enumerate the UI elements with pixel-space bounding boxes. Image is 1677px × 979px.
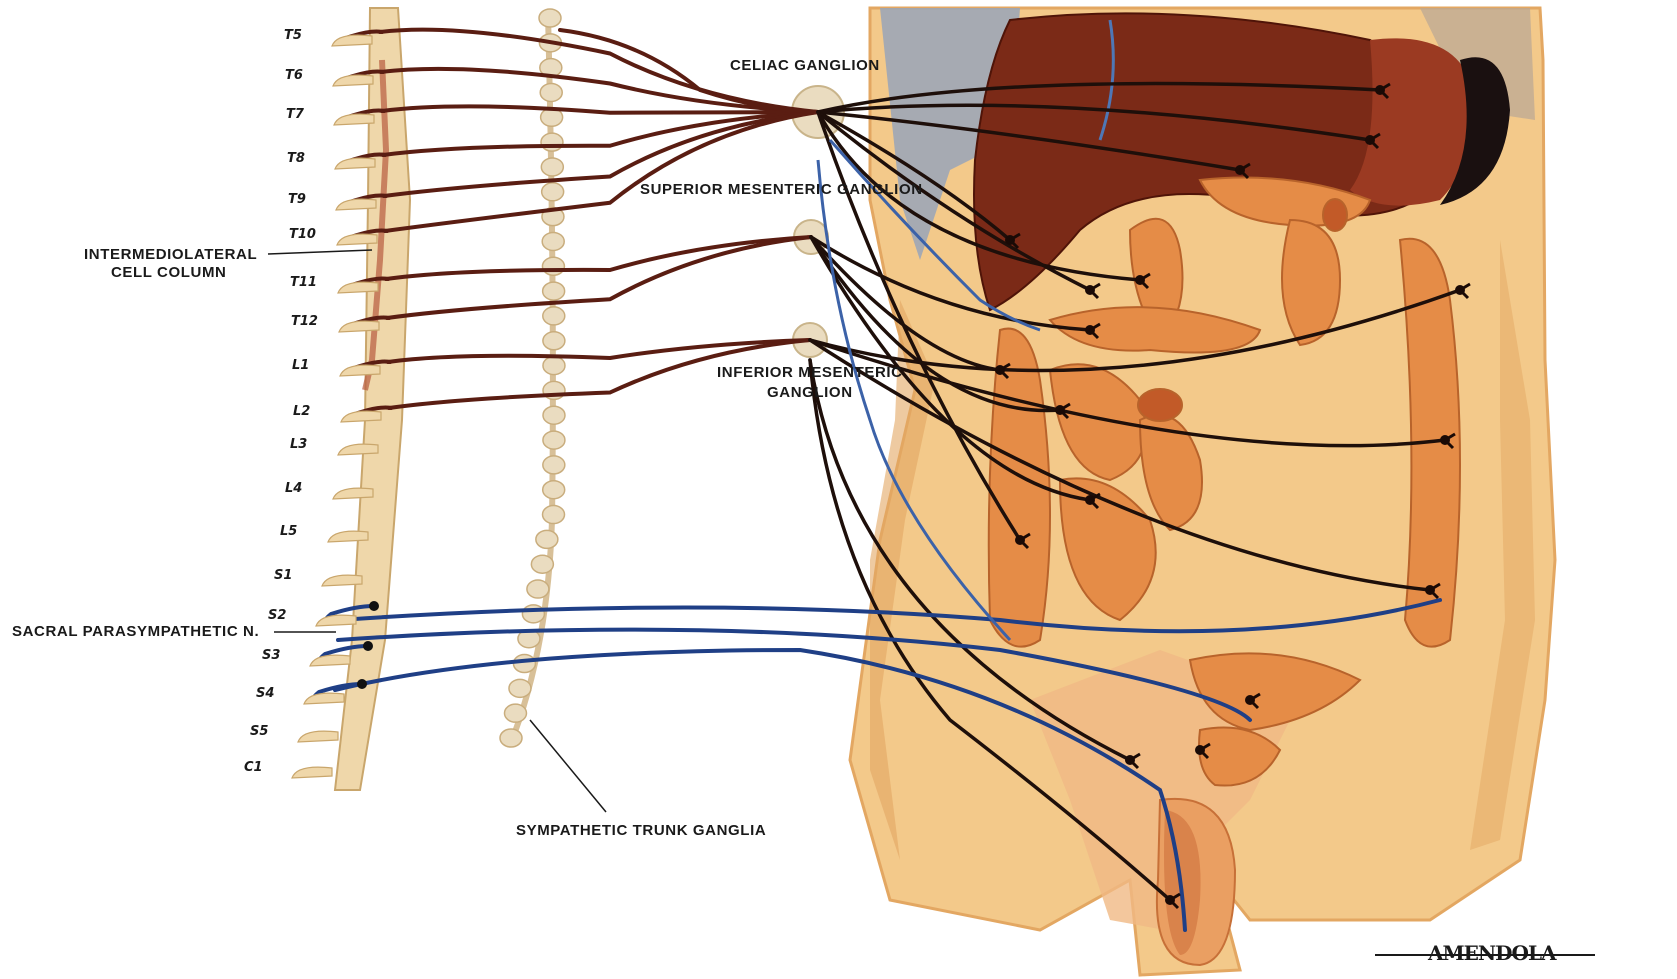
trunk-ganglion (543, 506, 565, 524)
nerve-root (332, 35, 372, 46)
spinal-cord (335, 8, 410, 790)
nerve-root (304, 693, 344, 704)
trunk-ganglion (541, 133, 563, 151)
nerve-root (340, 365, 380, 376)
preganglionic-fiber (387, 237, 811, 318)
celiac-ganglion-label: CELIAC GANGLION (730, 57, 880, 74)
intermediolateral-leader (268, 250, 372, 254)
segment-label: T9 (288, 192, 306, 207)
cut-bowel (1138, 389, 1182, 421)
nerve-root (335, 158, 375, 169)
segment-label: T8 (287, 151, 305, 166)
nerve-root (341, 411, 381, 422)
trunk-ganglion (509, 679, 531, 697)
trunk-ganglion (543, 456, 565, 474)
segment-label: T12 (291, 314, 318, 329)
sacral-nucleus (369, 601, 379, 611)
segment-label: C1 (244, 760, 263, 775)
trunk-ganglion (539, 9, 561, 27)
nerve-root (339, 321, 379, 332)
nerve-root (338, 444, 378, 455)
nerve-root (337, 234, 377, 245)
spinal-cord-body (335, 8, 410, 790)
segment-label: L2 (293, 404, 310, 419)
preganglionic-fiber (386, 237, 811, 279)
sympathetic-trunk-ganglia-label: SYMPATHETIC TRUNK GANGLIA (516, 822, 766, 839)
segment-label: L5 (280, 524, 297, 539)
segment-label: T5 (284, 28, 302, 43)
nerve-root (333, 488, 373, 499)
trunk-ganglion (541, 158, 563, 176)
trunk-ganglion (543, 282, 565, 300)
nerve-root (316, 615, 356, 626)
trunk-ganglion (540, 83, 562, 101)
inferior-mesenteric-ganglion-label-2: GANGLION (767, 384, 853, 401)
sympathetic-trunk-leader (530, 720, 606, 812)
segment-label: L1 (292, 358, 309, 373)
trunk-ganglion (543, 357, 565, 375)
trunk-ganglion (543, 406, 565, 424)
segment-label: L4 (285, 481, 302, 496)
cut-duodenum (1323, 199, 1347, 231)
inferior-mesenteric-ganglion-label-1: INFERIOR MESENTERIC (717, 364, 903, 381)
nerve-root (292, 767, 332, 778)
nerve-root (336, 199, 376, 210)
trunk-ganglion (542, 183, 564, 201)
segment-label: S4 (256, 686, 274, 701)
segment-label: S3 (262, 648, 280, 663)
nerve-root (322, 575, 362, 586)
nerve-root (298, 731, 338, 742)
preganglionic-fiber (385, 112, 818, 231)
sympathetic-trunk-chain (500, 9, 565, 747)
nerve-root (338, 282, 378, 293)
segment-label: S2 (268, 608, 286, 623)
preganglionic-fiber (388, 340, 810, 362)
trunk-ganglion (500, 729, 522, 747)
trunk-ganglion (531, 555, 553, 573)
sacral-nucleus (363, 641, 373, 651)
sacral-nucleus (357, 679, 367, 689)
segment-label: T10 (289, 227, 316, 242)
trunk-ganglion (543, 307, 565, 325)
trunk-ganglion (543, 481, 565, 499)
trunk-ganglion (522, 605, 544, 623)
segment-label: S1 (274, 568, 292, 583)
trunk-ganglion (543, 431, 565, 449)
preganglionic-fiber (383, 112, 818, 155)
trunk-ganglion (504, 704, 526, 722)
sacral-parasympathetic-label: SACRAL PARASYMPATHETIC N. (12, 623, 259, 640)
sympathetic-preganglionic-fibers (344, 30, 818, 416)
trunk-ganglion (536, 530, 558, 548)
nerve-root (333, 75, 373, 86)
trunk-ganglion (542, 232, 564, 250)
nerve-root (328, 531, 368, 542)
trunk-ganglion (543, 332, 565, 350)
segment-label: T11 (290, 275, 317, 290)
artist-signature: AMENDOLA (1427, 941, 1557, 965)
trunk-ganglion (527, 580, 549, 598)
segment-label: L3 (290, 437, 307, 452)
segment-label: T7 (286, 107, 305, 122)
intermediolateral-label-1: INTERMEDIOLATERAL (84, 246, 257, 263)
superior-mesenteric-ganglion-label: SUPERIOR MESENTERIC GANGLION (640, 181, 923, 198)
nerve-root (334, 114, 374, 125)
intermediolateral-label-2: CELL COLUMN (111, 264, 226, 281)
trunk-ganglion (542, 257, 564, 275)
nerve-root (310, 655, 350, 666)
segment-label: T6 (285, 68, 303, 83)
segment-label: S5 (250, 724, 268, 739)
